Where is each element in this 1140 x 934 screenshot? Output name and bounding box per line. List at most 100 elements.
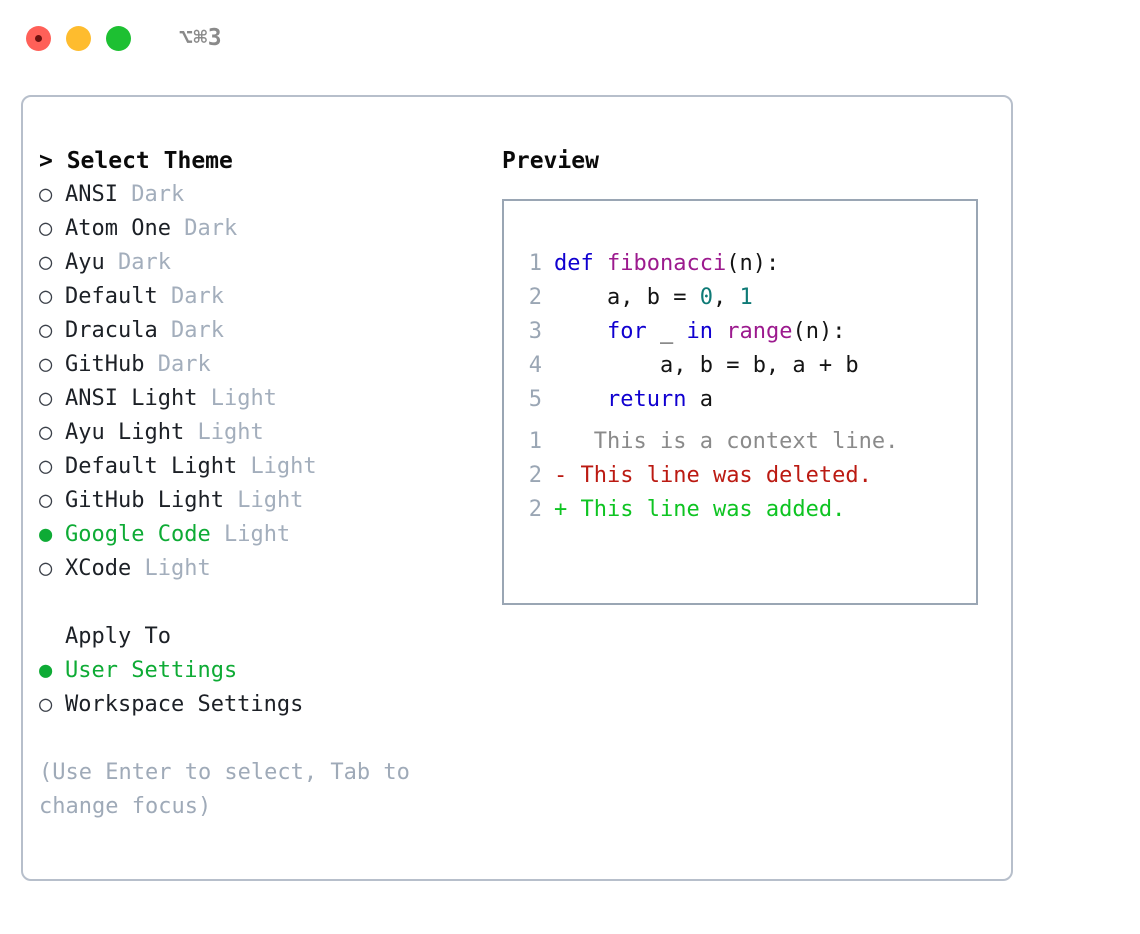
theme-option-kind: Light xyxy=(237,488,304,513)
spacer xyxy=(158,318,171,343)
code-line-number: 4 xyxy=(528,353,542,378)
theme-option-name: Ayu Light xyxy=(65,420,185,445)
theme-option-kind: Dark xyxy=(131,182,185,207)
code-line: 4 a, b = b, a + b xyxy=(520,349,859,383)
diff-text: This line was deleted. xyxy=(567,463,872,488)
theme-option-row[interactable]: ○ ANSI Light Light xyxy=(39,382,479,416)
diff-sample: 1 This is a context line.2- This line wa… xyxy=(520,425,899,527)
window-title: ⌥⌘3 xyxy=(179,25,223,51)
apply-to-options-list: ● User Settings ○Workspace Settings xyxy=(39,654,479,722)
theme-option-name: XCode xyxy=(65,556,132,581)
code-token: a xyxy=(686,387,713,412)
theme-option-name: Default Light xyxy=(65,454,238,479)
theme-option-kind: Dark xyxy=(170,284,224,309)
radio-unselected-icon[interactable]: ○ xyxy=(39,488,53,513)
theme-option-row[interactable]: ○ XCode Light xyxy=(39,552,479,586)
apply-to-option-row[interactable]: ○Workspace Settings xyxy=(39,688,479,722)
spacer xyxy=(105,250,118,275)
theme-option-kind: Light xyxy=(144,556,211,581)
theme-option-name: GitHub Light xyxy=(65,488,224,513)
theme-option-row[interactable]: ○Atom One Dark xyxy=(39,212,479,246)
theme-option-name: Dracula xyxy=(65,318,158,343)
theme-option-name: Ayu xyxy=(65,250,105,275)
theme-option-kind: Dark xyxy=(184,216,238,241)
preview-header: Preview xyxy=(502,148,599,174)
radio-selected-icon[interactable]: ● xyxy=(39,658,53,683)
radio-unselected-icon[interactable]: ○ xyxy=(39,250,53,275)
radio-unselected-icon[interactable]: ○ xyxy=(39,318,53,343)
theme-option-name: ANSI xyxy=(65,182,118,207)
spacer xyxy=(118,182,131,207)
theme-option-kind: Dark xyxy=(157,352,211,377)
keyboard-hint-text: (Use Enter to select, Tab to change focu… xyxy=(39,760,410,819)
diff-text: This line was added. xyxy=(567,497,846,522)
spacer xyxy=(131,556,144,581)
theme-option-kind: Dark xyxy=(118,250,171,275)
minimize-window-button[interactable] xyxy=(66,25,91,51)
code-token: in xyxy=(686,319,713,344)
radio-selected-icon[interactable]: ● xyxy=(39,522,53,547)
code-token xyxy=(713,319,726,344)
radio-unselected-icon[interactable]: ○ xyxy=(39,182,53,207)
code-token: b xyxy=(845,353,859,378)
radio-unselected-icon[interactable]: ○ xyxy=(39,284,53,309)
apply-to-option-row[interactable]: ● User Settings xyxy=(39,654,479,688)
theme-option-row[interactable]: ○ ANSI Dark xyxy=(39,178,479,212)
theme-option-row[interactable]: ○ Ayu Dark xyxy=(39,246,479,280)
theme-option-kind: Light xyxy=(210,386,277,411)
theme-option-row[interactable]: ○GitHub Dark xyxy=(39,348,479,382)
code-line: 5 return a xyxy=(520,383,859,417)
code-token: 1 xyxy=(739,285,753,310)
radio-unselected-icon[interactable]: ○ xyxy=(39,420,53,445)
main-panel: > Select Theme ○ANSI Dark○Atom One Dark○… xyxy=(21,95,1013,881)
radio-unselected-icon[interactable]: ○ xyxy=(39,556,53,581)
spacer xyxy=(224,488,237,513)
theme-option-row[interactable]: ● Google Code Light xyxy=(39,518,479,552)
diff-text: This is a context line. xyxy=(567,429,899,454)
theme-option-kind: Light xyxy=(223,522,291,547)
code-token: ): xyxy=(818,319,846,344)
diff-line: 2- This line was deleted. xyxy=(520,459,898,493)
spacer xyxy=(184,420,197,445)
diff-line-number: 2 xyxy=(528,463,542,488)
theme-option-name: Google Code xyxy=(65,522,211,547)
radio-unselected-icon[interactable]: ○ xyxy=(39,352,53,377)
code-token xyxy=(554,387,607,412)
radio-unselected-icon[interactable]: ○ xyxy=(39,454,53,479)
theme-option-kind: Light xyxy=(197,420,264,445)
theme-option-row[interactable]: ○ Ayu Light Light xyxy=(39,416,479,450)
radio-unselected-icon[interactable]: ○ xyxy=(39,386,53,411)
code-token: return xyxy=(606,387,687,412)
apply-to-section: Apply To ●User Settings○Workspace Settin… xyxy=(39,620,479,722)
theme-option-kind: Dark xyxy=(170,318,224,343)
code-line: 2 a, b = 0, 1 xyxy=(520,281,859,315)
theme-option-row[interactable]: ○Default Dark xyxy=(39,280,479,314)
apply-to-option-name: User Settings xyxy=(65,658,238,683)
radio-unselected-icon[interactable]: ○ xyxy=(39,692,53,717)
code-token: a, b xyxy=(554,353,727,378)
diff-marker: + xyxy=(554,497,568,522)
theme-option-row[interactable]: ○ GitHub Light Light xyxy=(39,484,479,518)
maximize-window-button[interactable] xyxy=(106,25,131,51)
theme-option-row[interactable]: ○Default Light Light xyxy=(39,450,479,484)
theme-option-name: ANSI Light xyxy=(65,386,198,411)
code-token: = xyxy=(673,285,700,310)
code-token: def xyxy=(554,251,607,276)
code-line-number: 5 xyxy=(528,387,542,412)
spacer xyxy=(237,454,250,479)
diff-line-number: 1 xyxy=(528,429,542,454)
spacer xyxy=(197,386,210,411)
code-token: ( xyxy=(792,319,806,344)
spacer xyxy=(171,216,184,241)
diff-marker xyxy=(554,429,567,454)
diff-line: 1 This is a context line. xyxy=(520,425,899,459)
radio-unselected-icon[interactable]: ○ xyxy=(39,216,53,241)
theme-option-row[interactable]: ○ Dracula Dark xyxy=(39,314,479,348)
diff-line-number: 2 xyxy=(528,497,542,522)
close-window-button[interactable] xyxy=(26,25,51,51)
